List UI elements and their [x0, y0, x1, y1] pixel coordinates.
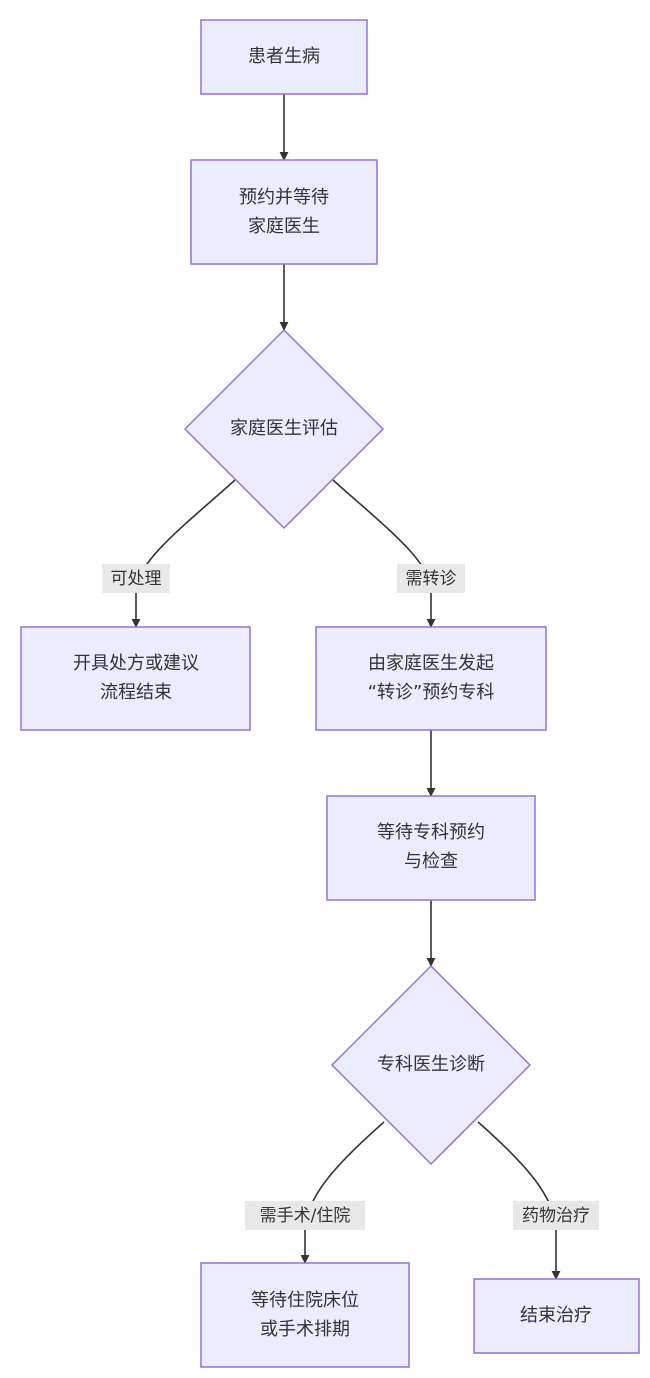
- node-referral: 由家庭医生发起 “转诊”预约专科: [315, 626, 547, 731]
- edge-label-need-referral-text: 需转诊: [406, 569, 457, 589]
- edge-diag-to-end-treat: [477, 1121, 561, 1280]
- edge-eval-to-referral: [332, 479, 436, 628]
- edge-label-need-surgery-text: 需手术/住院: [260, 1206, 351, 1226]
- node-end-treat-line-1: 结束治疗: [520, 1305, 592, 1326]
- node-gp-eval-line-1: 家庭医生评估: [230, 418, 338, 439]
- node-sick-line-1: 患者生病: [248, 46, 320, 67]
- edge-eval-to-prescribe: [131, 479, 236, 628]
- node-spec-diag: 专科医生诊断: [330, 964, 532, 1166]
- node-referral-line-1: 由家庭医生发起: [368, 653, 494, 674]
- edge-label-medication: 药物治疗: [513, 1201, 599, 1230]
- node-wait-spec: 等待专科预约 与检查: [326, 795, 536, 901]
- edge-label-need-referral: 需转诊: [397, 564, 465, 593]
- edge-label-can-handle-text: 可处理: [111, 569, 162, 589]
- node-gp-eval: 家庭医生评估: [183, 328, 385, 530]
- node-wait-gp-line-1: 预约并等待: [239, 187, 329, 208]
- node-wait-spec-line-2: 与检查: [404, 851, 458, 872]
- node-end-treat: 结束治疗: [473, 1278, 640, 1354]
- edge-label-need-surgery: 需手术/住院: [245, 1201, 365, 1230]
- edge-diag-to-wait-bed: [300, 1121, 385, 1264]
- edge-label-can-handle: 可处理: [102, 564, 170, 593]
- node-prescribe: 开具处方或建议 流程结束: [20, 626, 251, 731]
- node-wait-bed: 等待住院床位 或手术排期: [200, 1262, 410, 1368]
- node-prescribe-line-2: 流程结束: [100, 682, 172, 703]
- node-sick: 患者生病: [200, 19, 368, 95]
- node-wait-gp: 预约并等待 家庭医生: [190, 159, 378, 265]
- node-wait-bed-line-2: 或手术排期: [260, 1319, 350, 1340]
- node-wait-spec-line-1: 等待专科预约: [377, 822, 485, 843]
- node-wait-bed-line-1: 等待住院床位: [251, 1290, 359, 1311]
- node-prescribe-line-1: 开具处方或建议: [73, 653, 199, 674]
- node-spec-diag-line-1: 专科医生诊断: [377, 1054, 485, 1075]
- edge-label-medication-text: 药物治疗: [522, 1206, 590, 1226]
- node-wait-gp-line-2: 家庭医生: [248, 216, 320, 237]
- node-referral-line-2: “转诊”预约专科: [368, 682, 495, 703]
